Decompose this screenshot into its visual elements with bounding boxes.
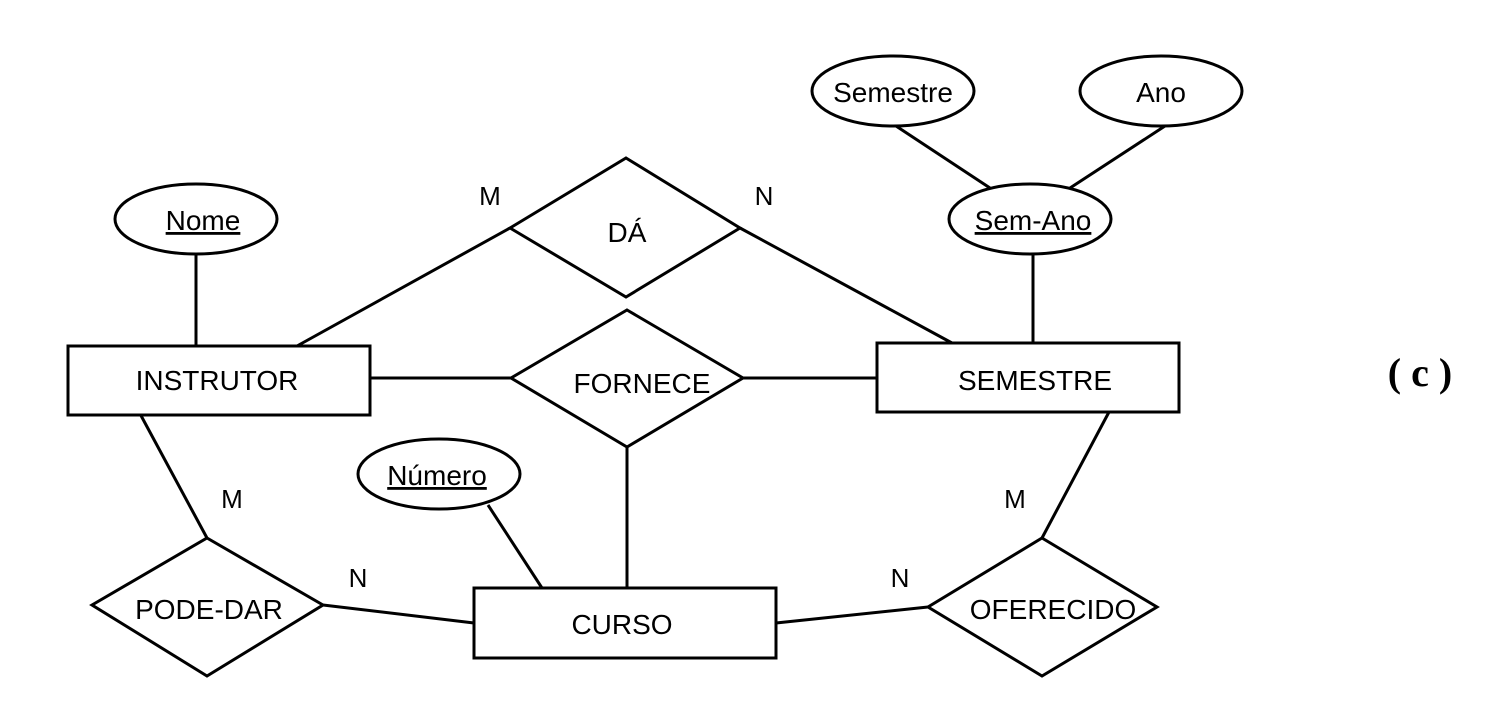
entity-curso-box — [472, 586, 778, 660]
relationship-fornece: FORNECE — [508, 308, 746, 449]
attribute-semestre: Semestre — [810, 54, 976, 128]
figure-caption: ( c ) — [1388, 350, 1452, 395]
relationship-da-label: DÁ — [608, 217, 647, 248]
line-semestre-attr-semano — [895, 124, 991, 190]
attribute-nome-ellipse — [113, 182, 279, 256]
relationship-oferecido-diamond — [925, 536, 1160, 678]
relationship-pode-dar-label: PODE-DAR — [135, 594, 283, 625]
cardinality-oferecido-curso: N — [891, 563, 910, 593]
entity-instrutor-label: INSTRUTOR — [136, 365, 299, 396]
cardinality-oferecido-semestre: M — [1004, 484, 1026, 514]
attribute-nome-label: Nome — [166, 205, 241, 236]
attribute-sem-ano-ellipse — [947, 182, 1113, 256]
cardinality-pode-dar-curso: N — [349, 563, 368, 593]
attribute-semestre-ellipse — [810, 54, 976, 128]
line-da-semestre — [739, 226, 953, 345]
relationship-fornece-label: FORNECE — [574, 368, 711, 399]
attribute-numero: Número — [356, 437, 522, 511]
relationship-oferecido: OFERECIDO — [925, 536, 1160, 678]
attribute-sem-ano: Sem-Ano — [947, 182, 1113, 256]
attribute-ano-label: Ano — [1136, 77, 1186, 108]
attribute-numero-ellipse — [356, 437, 522, 511]
line-curso-oferecido — [775, 605, 929, 625]
relationship-da: DÁ — [507, 156, 743, 299]
cardinality-da-instrutor: M — [479, 181, 501, 211]
relationship-pode-dar: PODE-DAR — [89, 536, 326, 678]
line-semestre-oferecido — [1040, 411, 1111, 539]
line-podedar-curso — [322, 603, 475, 625]
attribute-sem-ano-label: Sem-Ano — [975, 205, 1092, 236]
attribute-semestre-label: Semestre — [833, 77, 953, 108]
entity-instrutor: INSTRUTOR — [66, 344, 372, 417]
line-instrutor-da — [296, 226, 511, 348]
cardinality-da-semestre: N — [755, 181, 774, 211]
relationship-oferecido-label: OFERECIDO — [970, 594, 1136, 625]
entity-curso-label: CURSO — [571, 609, 672, 640]
entity-semestre-label: SEMESTRE — [958, 365, 1112, 396]
relationship-da-diamond — [507, 156, 743, 299]
line-numero-curso — [486, 504, 544, 589]
attribute-ano: Ano — [1078, 54, 1244, 128]
cardinality-labels: M N M N M N — [221, 181, 1026, 593]
entity-curso: CURSO — [472, 586, 778, 660]
entity-instrutor-box — [66, 344, 372, 417]
relationship-pode-dar-diamond — [89, 536, 326, 678]
entity-semestre: SEMESTRE — [875, 341, 1181, 414]
attribute-nome: Nome — [113, 182, 279, 256]
attribute-numero-label: Número — [387, 460, 487, 491]
cardinality-pode-dar-instrutor: M — [221, 484, 243, 514]
relationship-fornece-diamond — [508, 308, 746, 449]
line-instrutor-podedar — [136, 409, 209, 539]
attribute-ano-ellipse — [1078, 54, 1244, 128]
connector-lines — [136, 124, 1166, 625]
entity-semestre-box — [875, 341, 1181, 414]
line-ano-semano — [1069, 124, 1166, 190]
